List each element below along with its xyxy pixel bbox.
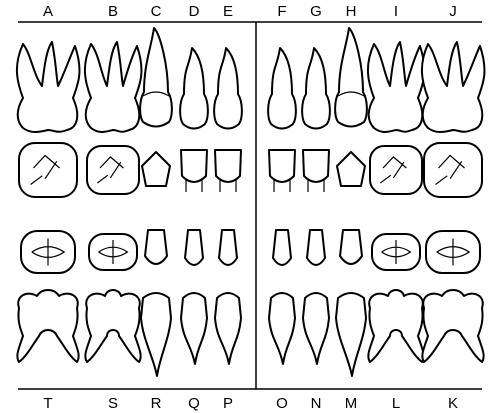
tooth-m-lateral <box>336 293 366 376</box>
tooth-o-occlusal <box>273 230 291 265</box>
top-label-g: G <box>310 3 322 20</box>
bottom-label-l: L <box>392 395 400 412</box>
tooth-p-lateral <box>215 293 241 364</box>
tooth-c-lateral <box>140 28 172 127</box>
top-label-b: B <box>108 3 118 20</box>
bottom-label-k: K <box>448 395 458 412</box>
top-label-f: F <box>277 3 286 20</box>
tooth-d-lateral <box>180 48 208 129</box>
top-labels: A B C D E F G H I J <box>43 3 457 20</box>
tooth-j-occlusal <box>424 143 482 197</box>
tooth-d-occlusal <box>181 150 207 192</box>
top-label-c: C <box>151 3 162 20</box>
tooth-h-lateral <box>335 28 367 127</box>
tooth-f-occlusal <box>269 150 295 192</box>
tooth-n-occlusal <box>307 230 325 265</box>
top-label-j: J <box>449 3 457 20</box>
top-label-h: H <box>346 3 357 20</box>
tooth-r-occlusal <box>145 230 167 264</box>
tooth-b-lateral <box>85 42 142 132</box>
bottom-label-p: P <box>223 395 233 412</box>
bottom-label-m: M <box>345 395 358 412</box>
bottom-label-n: N <box>311 395 322 412</box>
bottom-label-r: R <box>151 395 162 412</box>
tooth-k-lateral <box>422 290 483 362</box>
tooth-l-lateral <box>368 290 423 362</box>
tooth-b-occlusal <box>87 146 139 194</box>
tooth-e-occlusal <box>215 150 241 192</box>
tooth-r-lateral <box>141 293 171 376</box>
tooth-c-occlusal <box>142 152 170 186</box>
tooth-q-occlusal <box>185 230 203 265</box>
top-label-i: I <box>394 3 398 20</box>
tooth-i-occlusal <box>370 146 422 194</box>
bottom-label-q: Q <box>188 395 200 412</box>
tooth-a-lateral <box>17 42 80 132</box>
top-label-e: E <box>223 3 233 20</box>
tooth-q-lateral <box>181 293 207 364</box>
tooth-s-lateral <box>85 290 140 362</box>
tooth-e-lateral <box>214 48 242 129</box>
tooth-k-occlusal <box>426 231 480 273</box>
tooth-m-occlusal <box>340 230 362 264</box>
tooth-s-occlusal <box>89 234 137 270</box>
tooth-p-occlusal <box>219 230 237 265</box>
teeth-group <box>17 28 485 376</box>
tooth-t-lateral <box>17 290 78 362</box>
tooth-t-occlusal <box>21 231 75 273</box>
bottom-label-t: T <box>43 395 52 412</box>
tooth-a-occlusal <box>19 143 77 197</box>
tooth-j-lateral <box>422 42 485 132</box>
bottom-label-s: S <box>108 395 118 412</box>
tooth-o-lateral <box>269 293 295 364</box>
top-label-d: D <box>189 3 200 20</box>
tooth-g-occlusal <box>303 150 329 192</box>
bottom-label-o: O <box>276 395 288 412</box>
tooth-f-lateral <box>268 48 296 129</box>
tooth-h-occlusal <box>337 152 365 186</box>
top-label-a: A <box>43 3 53 20</box>
tooth-n-lateral <box>303 293 329 364</box>
tooth-i-lateral <box>368 42 425 132</box>
tooth-l-occlusal <box>372 234 420 270</box>
tooth-g-lateral <box>302 48 330 129</box>
